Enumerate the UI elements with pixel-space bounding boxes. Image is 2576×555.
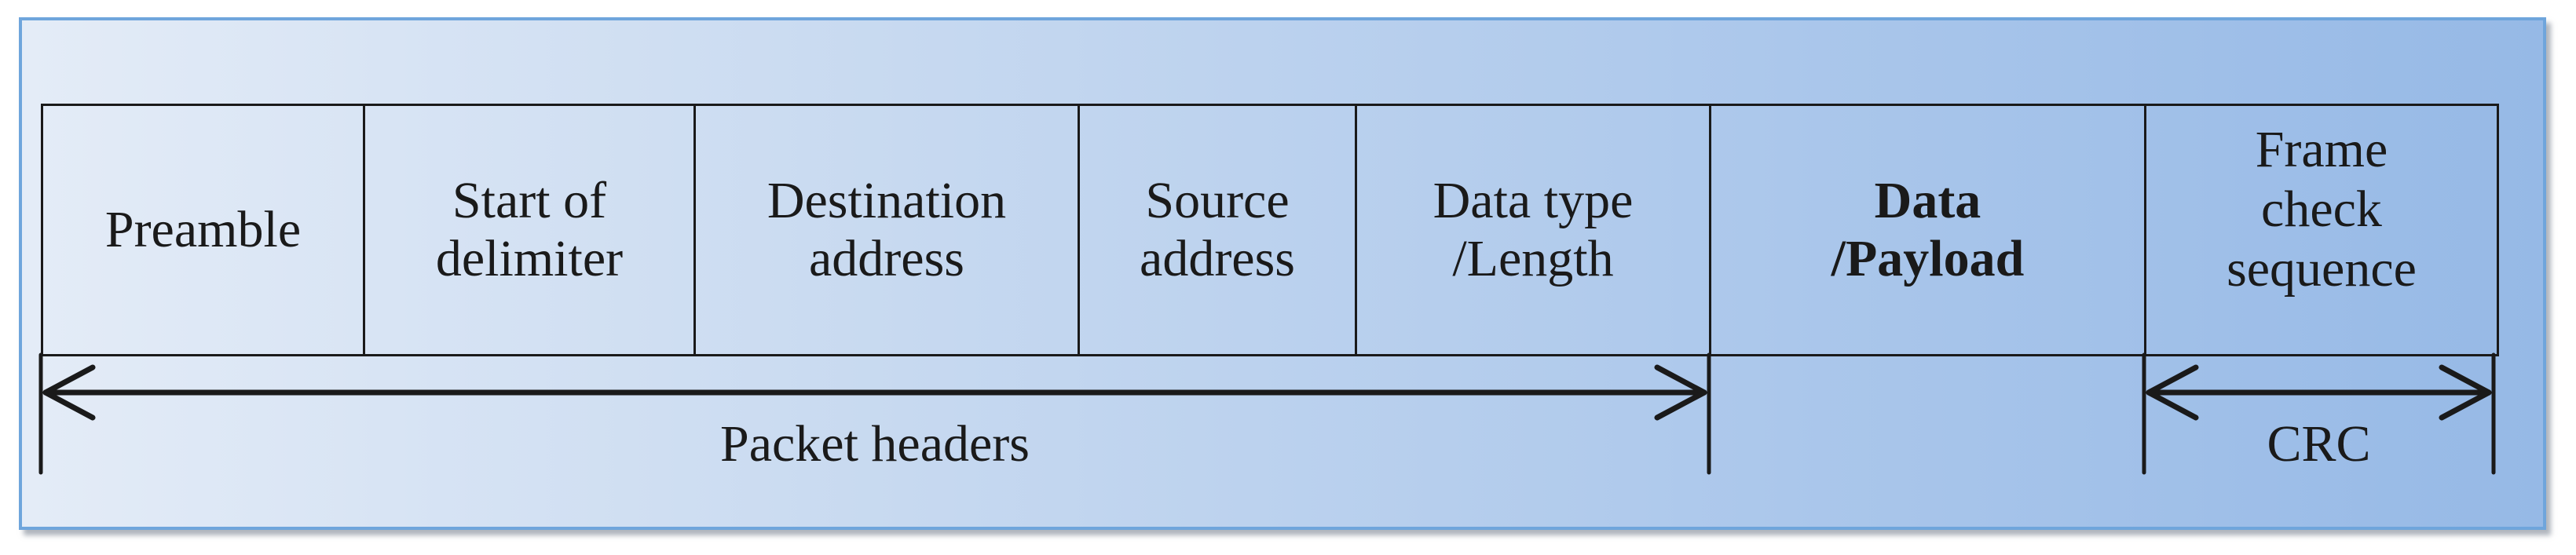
- field-data-type-length-label: Data type /Length: [1433, 172, 1634, 287]
- field-data-payload-label: Data /Payload: [1831, 172, 2025, 287]
- frame-diagram-panel: [19, 17, 2546, 530]
- field-source-address: Source address: [1078, 104, 1357, 356]
- field-frame-check-sequence-label: Frame check sequence: [2227, 121, 2417, 298]
- crc-label: CRC: [2267, 415, 2371, 473]
- field-destination-address: Destination address: [693, 104, 1080, 356]
- field-data-type-length: Data type /Length: [1355, 104, 1711, 356]
- field-preamble: Preamble: [41, 104, 365, 356]
- field-start-of-delimiter-label: Start of delimiter: [435, 172, 624, 287]
- packet-headers-label: Packet headers: [720, 415, 1030, 473]
- field-start-of-delimiter: Start of delimiter: [363, 104, 696, 356]
- crc-arrowhead-left: [2146, 364, 2199, 421]
- field-frame-check-sequence: Frame check sequence: [2144, 104, 2499, 356]
- crc-arrowhead-right: [2439, 364, 2492, 421]
- headers-arrowhead-left: [42, 364, 96, 421]
- headers-arrowhead-right: [1654, 364, 1707, 421]
- field-destination-address-label: Destination address: [767, 172, 1007, 287]
- field-source-address-label: Source address: [1140, 172, 1295, 287]
- field-preamble-label: Preamble: [104, 201, 302, 259]
